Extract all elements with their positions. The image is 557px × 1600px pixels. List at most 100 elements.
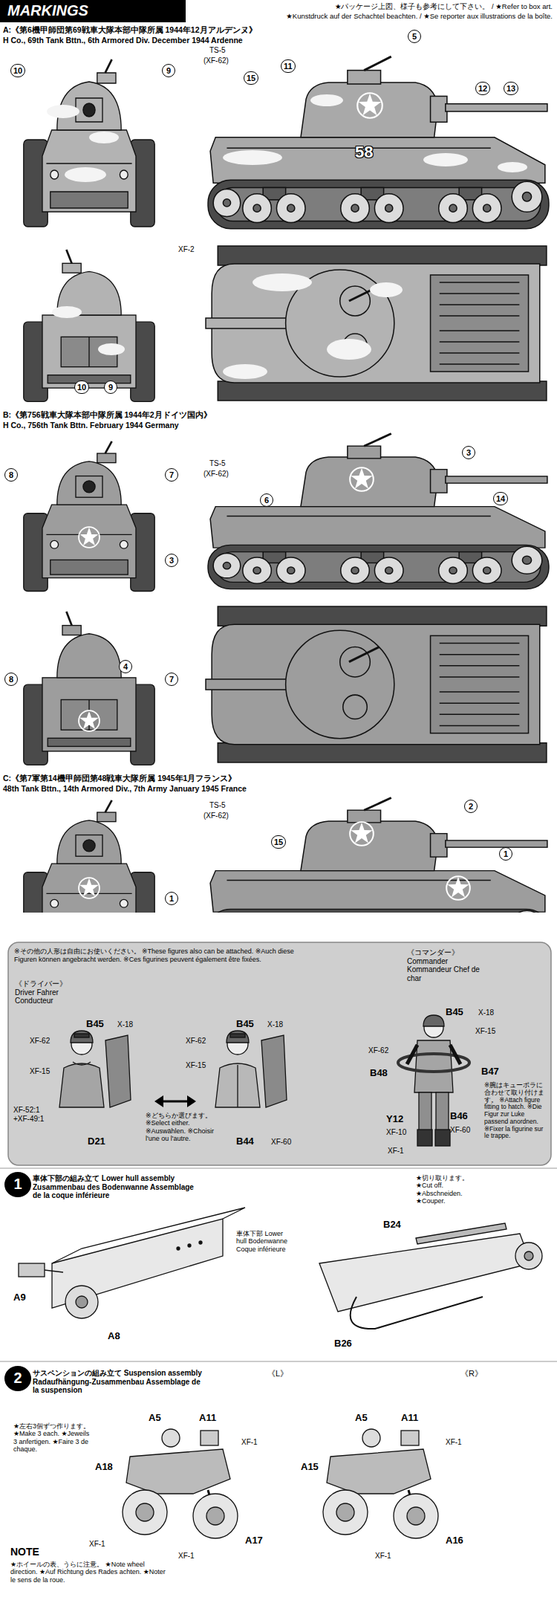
tank-side — [207, 433, 549, 589]
driver-figure — [59, 1030, 131, 1107]
callout-number: 9 — [161, 63, 176, 78]
node-text: 1 — [4, 1171, 32, 1195]
label-text: XF-15 — [185, 1060, 206, 1070]
label-text: XF-60 — [271, 1137, 292, 1146]
label-text: 《L》 — [267, 1367, 289, 1378]
callout-number: 10 — [74, 380, 90, 394]
label-text: XF-1 — [375, 1550, 392, 1560]
tank-rear — [23, 611, 155, 765]
part-number: A8 — [107, 1329, 121, 1342]
scheme-b — [23, 433, 549, 765]
callout-number: 9 — [103, 380, 118, 394]
tank-top — [205, 606, 547, 762]
scheme-c — [23, 797, 549, 912]
label-text: XF-10 — [386, 1127, 407, 1137]
star-insignia — [357, 92, 382, 118]
label-text: XF-52:1 +XF-49:1 — [13, 1105, 57, 1123]
label-text: X-18 — [478, 1007, 494, 1017]
label-text: XF-1 — [89, 1538, 106, 1548]
suspension-right — [323, 1428, 439, 1538]
part-number: B46 — [450, 1109, 468, 1122]
callout-number: 10 — [10, 63, 26, 78]
part-number: B44 — [236, 1134, 254, 1147]
callout-number: 7 — [164, 467, 179, 482]
tank-rear — [23, 249, 155, 402]
label-text: (XF-62) — [203, 469, 229, 479]
tank-side — [207, 56, 549, 229]
callout-number: 8 — [4, 467, 18, 482]
star-insignia — [78, 526, 100, 548]
label-text: ★Kunstdruck auf der Schachtel beachten. … — [285, 11, 553, 21]
winter-camouflage — [46, 94, 528, 379]
node-text: ※その他の人形は自由にお使いください。 ※These figures also … — [8, 941, 303, 969]
label-text: XF-62 — [29, 1036, 50, 1045]
label-text: X-18 — [267, 1019, 283, 1029]
label-text: XF-1 — [178, 1550, 195, 1560]
heading-text: H Co., 69th Tank Bttn., 6th Armored Div.… — [2, 35, 243, 46]
part-number: B24 — [383, 1217, 402, 1230]
part-number: B45 — [445, 1005, 464, 1018]
callout-number: 13 — [503, 81, 519, 96]
star-insignia — [349, 821, 374, 846]
suspension-left — [122, 1428, 238, 1538]
heading-text: A:《第6機甲師団第69戦車大隊本部中隊所属 1944年12月アルデンヌ》 — [2, 25, 257, 35]
part-number: B26 — [334, 1336, 353, 1349]
part-number: B45 — [236, 1017, 254, 1030]
callout-number: 3 — [164, 553, 179, 567]
node-text: MARKINGS — [7, 2, 179, 20]
label-text: ※どちらか選びます。 ※Select either. ※Auswählen. ※… — [145, 1111, 223, 1142]
label-text: (XF-62) — [203, 810, 229, 820]
callout-number: 6 — [259, 493, 274, 507]
label-text: XF-1 — [387, 1145, 405, 1155]
star-insignia — [349, 467, 374, 491]
label-text: TS-5 — [209, 800, 226, 810]
label-text: XF-60 — [450, 1125, 471, 1135]
label-text: X-18 — [117, 1019, 133, 1029]
vehicle-number: 58 — [354, 142, 373, 162]
divider — [0, 1167, 557, 1169]
header-band: MARKINGS — [0, 0, 186, 23]
label-text: ★切り取ります。 ★Cut off. ★Abschneiden. ★Couper… — [415, 1173, 479, 1204]
label-text: XF-1 — [241, 1437, 258, 1446]
heading-text: 車体下部の組み立て Lower hull assembly Zusammenba… — [32, 1173, 204, 1200]
part-number: Y12 — [386, 1112, 404, 1125]
callout-number: 4 — [118, 659, 133, 673]
part-number: D21 — [87, 1134, 106, 1147]
tank-side — [207, 797, 549, 912]
star-insignia — [78, 709, 100, 731]
label-text: XF-15 — [29, 1066, 50, 1076]
tank-front — [23, 441, 155, 592]
label-text: XF-62 — [185, 1036, 206, 1045]
part-number: A9 — [13, 1290, 26, 1303]
callout-number: 7 — [164, 672, 179, 686]
select-arrow — [154, 1094, 197, 1107]
label-text: ※腕はキューポラに合わせて取り付けます。 ※Attach figure fitt… — [484, 1081, 550, 1140]
part-number: NOTE — [10, 1544, 40, 1558]
label-text: 《R》 — [460, 1367, 483, 1378]
lower-hull-drawing — [18, 1206, 543, 1328]
heading-text: 48th Tank Bttn., 14th Armored Div., 7th … — [2, 783, 247, 794]
callout-number: 12 — [475, 81, 491, 96]
label-text: XF-1 — [445, 1437, 462, 1446]
label-text: 車体下部 Lower hull Bodenwanne Coque inférie… — [236, 1229, 290, 1253]
part-number: A17 — [245, 1533, 263, 1546]
tank-top — [205, 245, 547, 401]
callout-number: 11 — [280, 59, 296, 73]
tank-front — [23, 799, 155, 912]
part-number: B48 — [369, 1066, 388, 1079]
node-text: 2 — [4, 1365, 32, 1389]
label-text: ★ホイールの表、うらに注意。 ★Note wheel direction. ★A… — [10, 1559, 167, 1583]
part-number: A15 — [300, 1460, 319, 1472]
part-number: A5 — [148, 1411, 162, 1423]
part-number: A16 — [445, 1533, 464, 1546]
label-text: 《ドライバー》 Driver Fahrer Conducteur — [14, 978, 81, 1005]
part-number: A11 — [199, 1411, 217, 1423]
heading-text: B:《第756戦車大隊本部中隊所属 1944年2月ドイツ国内》 — [2, 409, 212, 420]
callout-number: 8 — [4, 672, 18, 686]
callout-number: 15 — [243, 71, 259, 85]
label-text: 《コマンダー》 Commander Kommandeur Chef de cha… — [406, 947, 489, 982]
part-number: A5 — [354, 1411, 368, 1423]
callout-number: 1 — [164, 891, 179, 905]
step-number: 1 — [4, 1171, 32, 1197]
label-text: TS-5 — [209, 46, 226, 55]
